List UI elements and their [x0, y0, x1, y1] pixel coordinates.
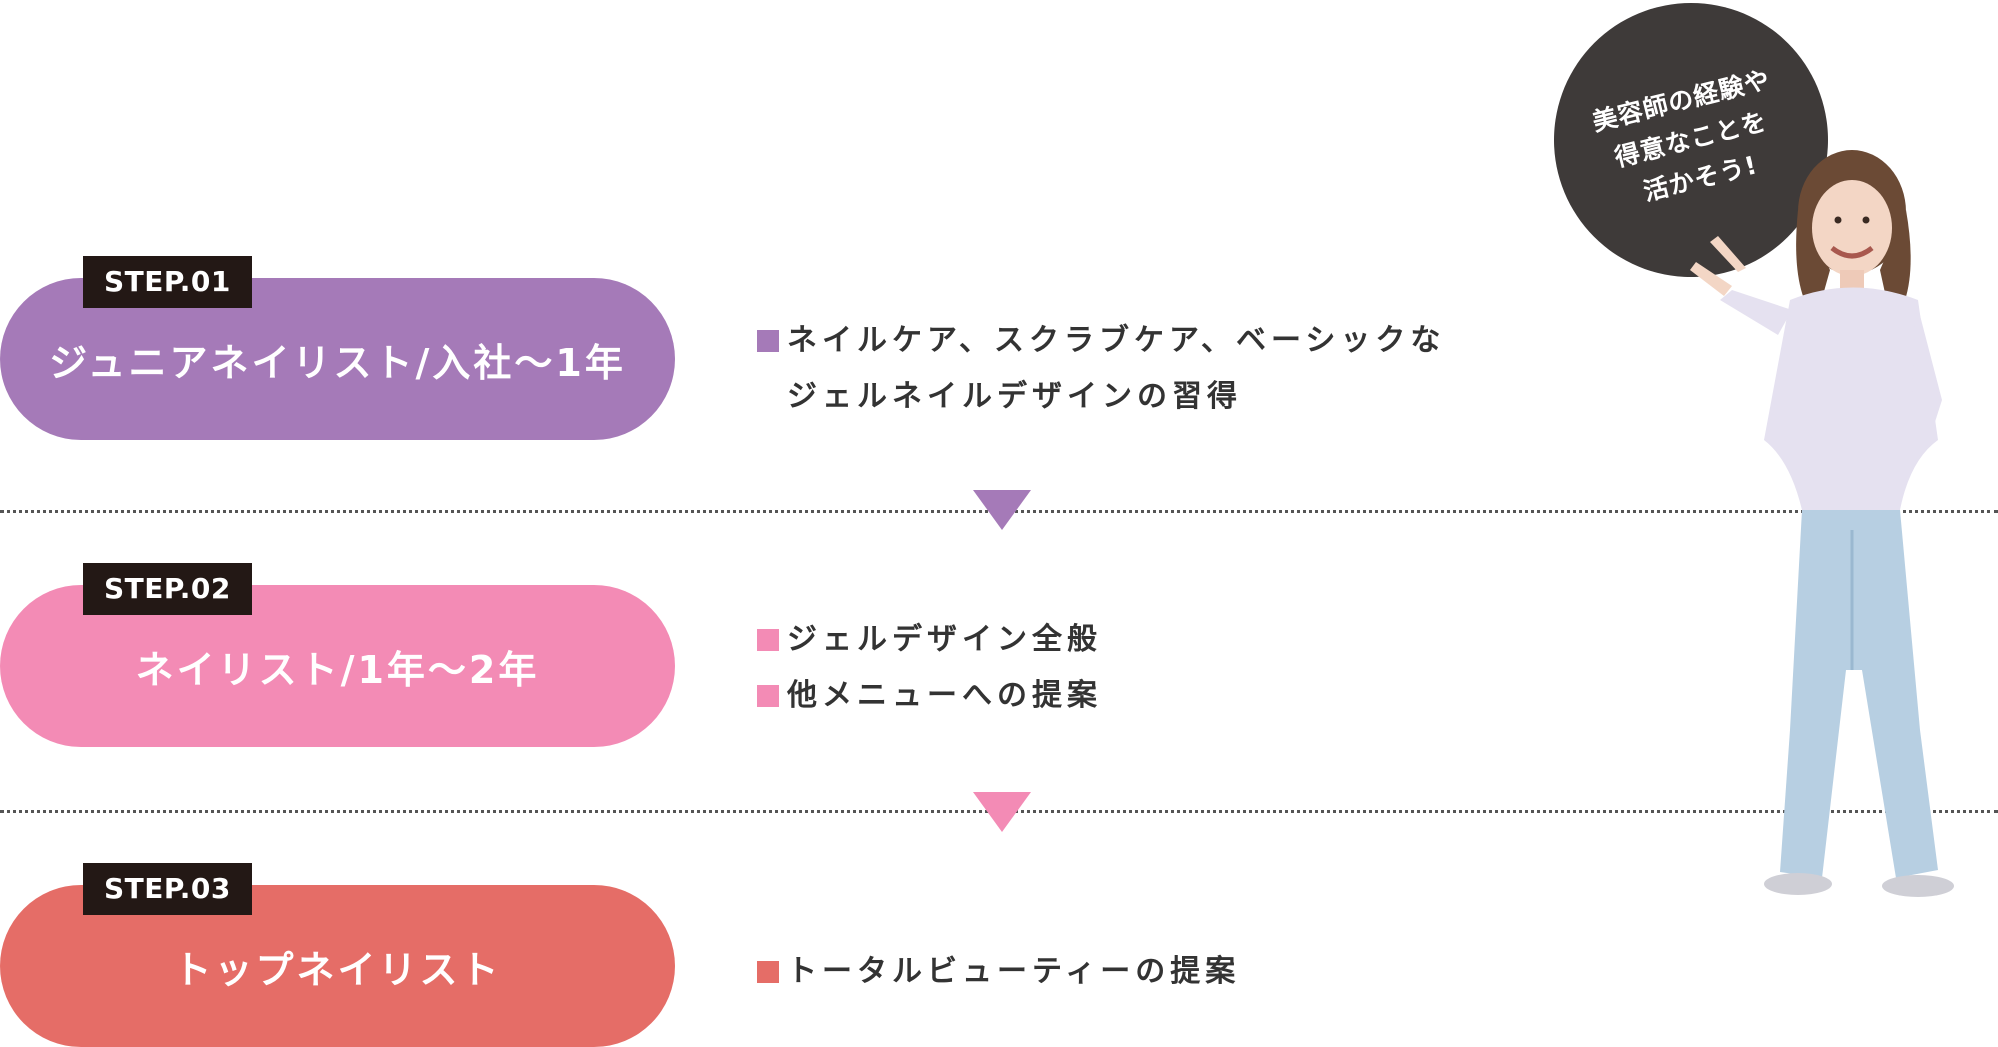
step-01-title: ジュニアネイリスト/入社〜1年: [49, 340, 626, 385]
step-02-item: ジェルデザイン全般: [757, 612, 1102, 668]
down-arrow-icon: [973, 490, 1031, 530]
step-02-title: ネイリスト/1年〜2年: [135, 647, 540, 692]
step-01-description: ネイルケア、スクラブケア、ベーシックな ジェルネイルデザインの習得: [757, 313, 1445, 425]
step-02-item-text: ジェルデザイン全般: [787, 622, 1102, 657]
step-01-item-text: ネイルケア、スクラブケア、ベーシックな: [787, 323, 1446, 358]
step-01: ジュニアネイリスト/入社〜1年 STEP.01: [0, 256, 675, 440]
step-02: ネイリスト/1年〜2年 STEP.02: [0, 563, 675, 747]
step-02-tag: STEP.02: [83, 563, 252, 615]
step-02-item: 他メニューへの提案: [757, 668, 1102, 724]
step-03-item: トータルビューティーの提案: [757, 944, 1240, 1000]
step-01-pill: ジュニアネイリスト/入社〜1年: [0, 278, 675, 440]
step-02-description: ジェルデザイン全般 他メニューへの提案: [757, 612, 1102, 724]
step-01-item: ネイルケア、スクラブケア、ベーシックな: [757, 313, 1445, 369]
square-bullet-icon: [757, 330, 779, 352]
down-arrow-icon: [973, 792, 1031, 832]
step-01-item-text-continued: ジェルネイルデザインの習得: [787, 379, 1242, 414]
step-03-description: トータルビューティーの提案: [757, 944, 1240, 1000]
step-03: トップネイリスト STEP.03: [0, 863, 675, 1047]
square-bullet-icon: [757, 685, 779, 707]
step-03-title: トップネイリスト: [173, 947, 502, 992]
square-bullet-icon: [757, 961, 779, 983]
step-03-tag: STEP.03: [83, 863, 252, 915]
square-bullet-icon: [757, 629, 779, 651]
step-01-tag: STEP.01: [83, 256, 252, 308]
person-photo: [1690, 150, 1954, 897]
step-03-item-text: トータルビューティーの提案: [787, 954, 1241, 989]
step-01-item-continued: ジェルネイルデザインの習得: [757, 369, 1445, 425]
step-02-item-text: 他メニューへの提案: [787, 678, 1102, 713]
